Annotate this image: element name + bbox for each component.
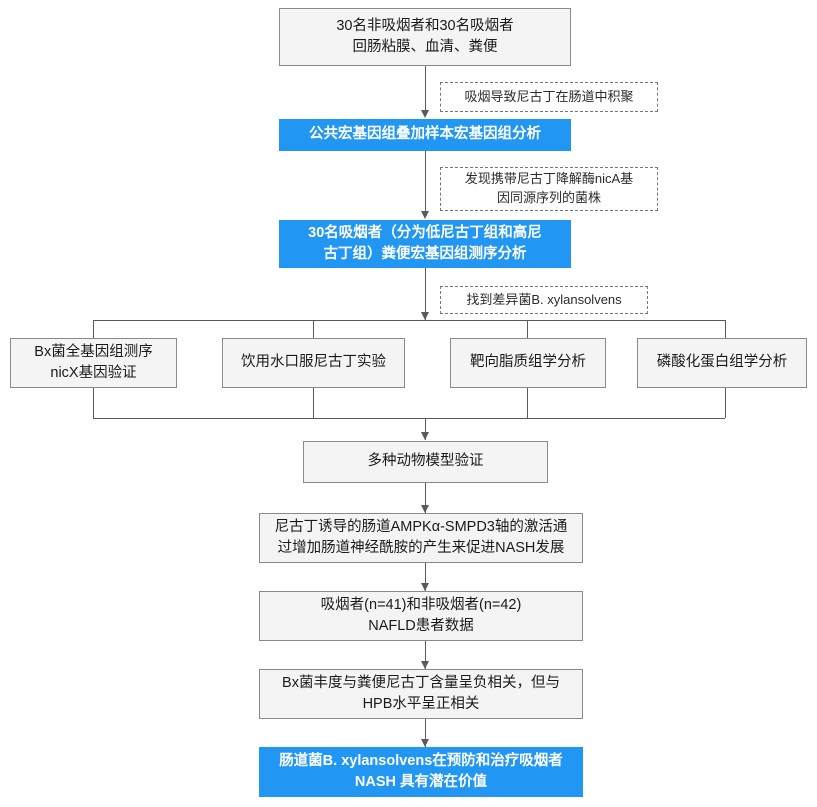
connector-mechanism-to-patient-data [425, 563, 426, 591]
node-branch-genome-sequencing: Bx菌全基因组测序 nicX基因验证 [10, 338, 177, 388]
branch-bus-top [93, 320, 725, 321]
note-found-bx: 找到差异菌B. xylansolvens [440, 286, 648, 314]
node-branch-phosphoproteomics: 磷酸化蛋白组学分析 [637, 338, 807, 388]
branch-rise-4 [725, 388, 726, 418]
branch-drop-4 [725, 320, 726, 338]
note-nica-strain: 发现携带尼古丁降解酶nicA基 因同源序列的菌株 [440, 167, 658, 211]
branch-bus-bottom [93, 418, 725, 419]
branch-drop-3 [527, 320, 528, 338]
connector-public-to-smoker [425, 151, 426, 217]
node-patient-data: 吸烟者(n=41)和非吸烟者(n=42) NAFLD患者数据 [259, 591, 583, 641]
node-correlation: Bx菌丰度与粪便尼古丁含量呈负相关，但与 HPB水平呈正相关 [259, 669, 583, 719]
arrowhead-bus-to-animal-models [420, 432, 429, 440]
branch-rise-1 [93, 388, 94, 418]
arrowhead-correlation-to-conclusion [420, 739, 429, 747]
arrowhead-public-to-smoker [420, 211, 429, 219]
connector-cohort-to-public [425, 66, 426, 116]
node-animal-models: 多种动物模型验证 [303, 441, 548, 483]
node-conclusion: 肠道菌B. xylansolvens在预防和治疗吸烟者 NASH 具有潜在价值 [259, 747, 583, 797]
branch-drop-1 [93, 320, 94, 338]
node-branch-oral-nicotine: 饮用水口服尼古丁实验 [222, 338, 405, 388]
connector-animal-to-mechanism [425, 483, 426, 513]
node-branch-lipidomics: 靶向脂质组学分析 [450, 338, 606, 388]
connector-correlation-to-conclusion [425, 719, 426, 747]
node-mechanism: 尼古丁诱导的肠道AMPKα-SMPD3轴的激活通 过增加肠道神经酰胺的产生来促进… [259, 513, 583, 563]
node-public-metagenome: 公共宏基因组叠加样本宏基因组分析 [279, 119, 571, 151]
arrowhead-smoker-to-branch-bus [420, 312, 429, 320]
node-smoker-metagenome: 30名吸烟者（分为低尼古丁组和高尼 古丁组）粪便宏基因组测序分析 [279, 220, 571, 268]
connector-patient-to-correlation [425, 641, 426, 669]
arrowhead-mechanism-to-patient-data [420, 583, 429, 591]
node-cohort: 30名非吸烟者和30名吸烟者 回肠粘膜、血清、粪便 [279, 8, 571, 66]
arrowhead-cohort-to-public [420, 110, 429, 118]
branch-rise-2 [313, 388, 314, 418]
connector-bus-to-animal-models [425, 418, 426, 440]
arrowhead-patient-to-correlation [420, 661, 429, 669]
note-nicotine-accumulation: 吸烟导致尼古丁在肠道中积聚 [440, 82, 658, 112]
branch-drop-2 [313, 320, 314, 338]
arrowhead-animal-to-mechanism [420, 505, 429, 513]
branch-rise-3 [527, 388, 528, 418]
connector-smoker-to-branch-bus [425, 268, 426, 320]
